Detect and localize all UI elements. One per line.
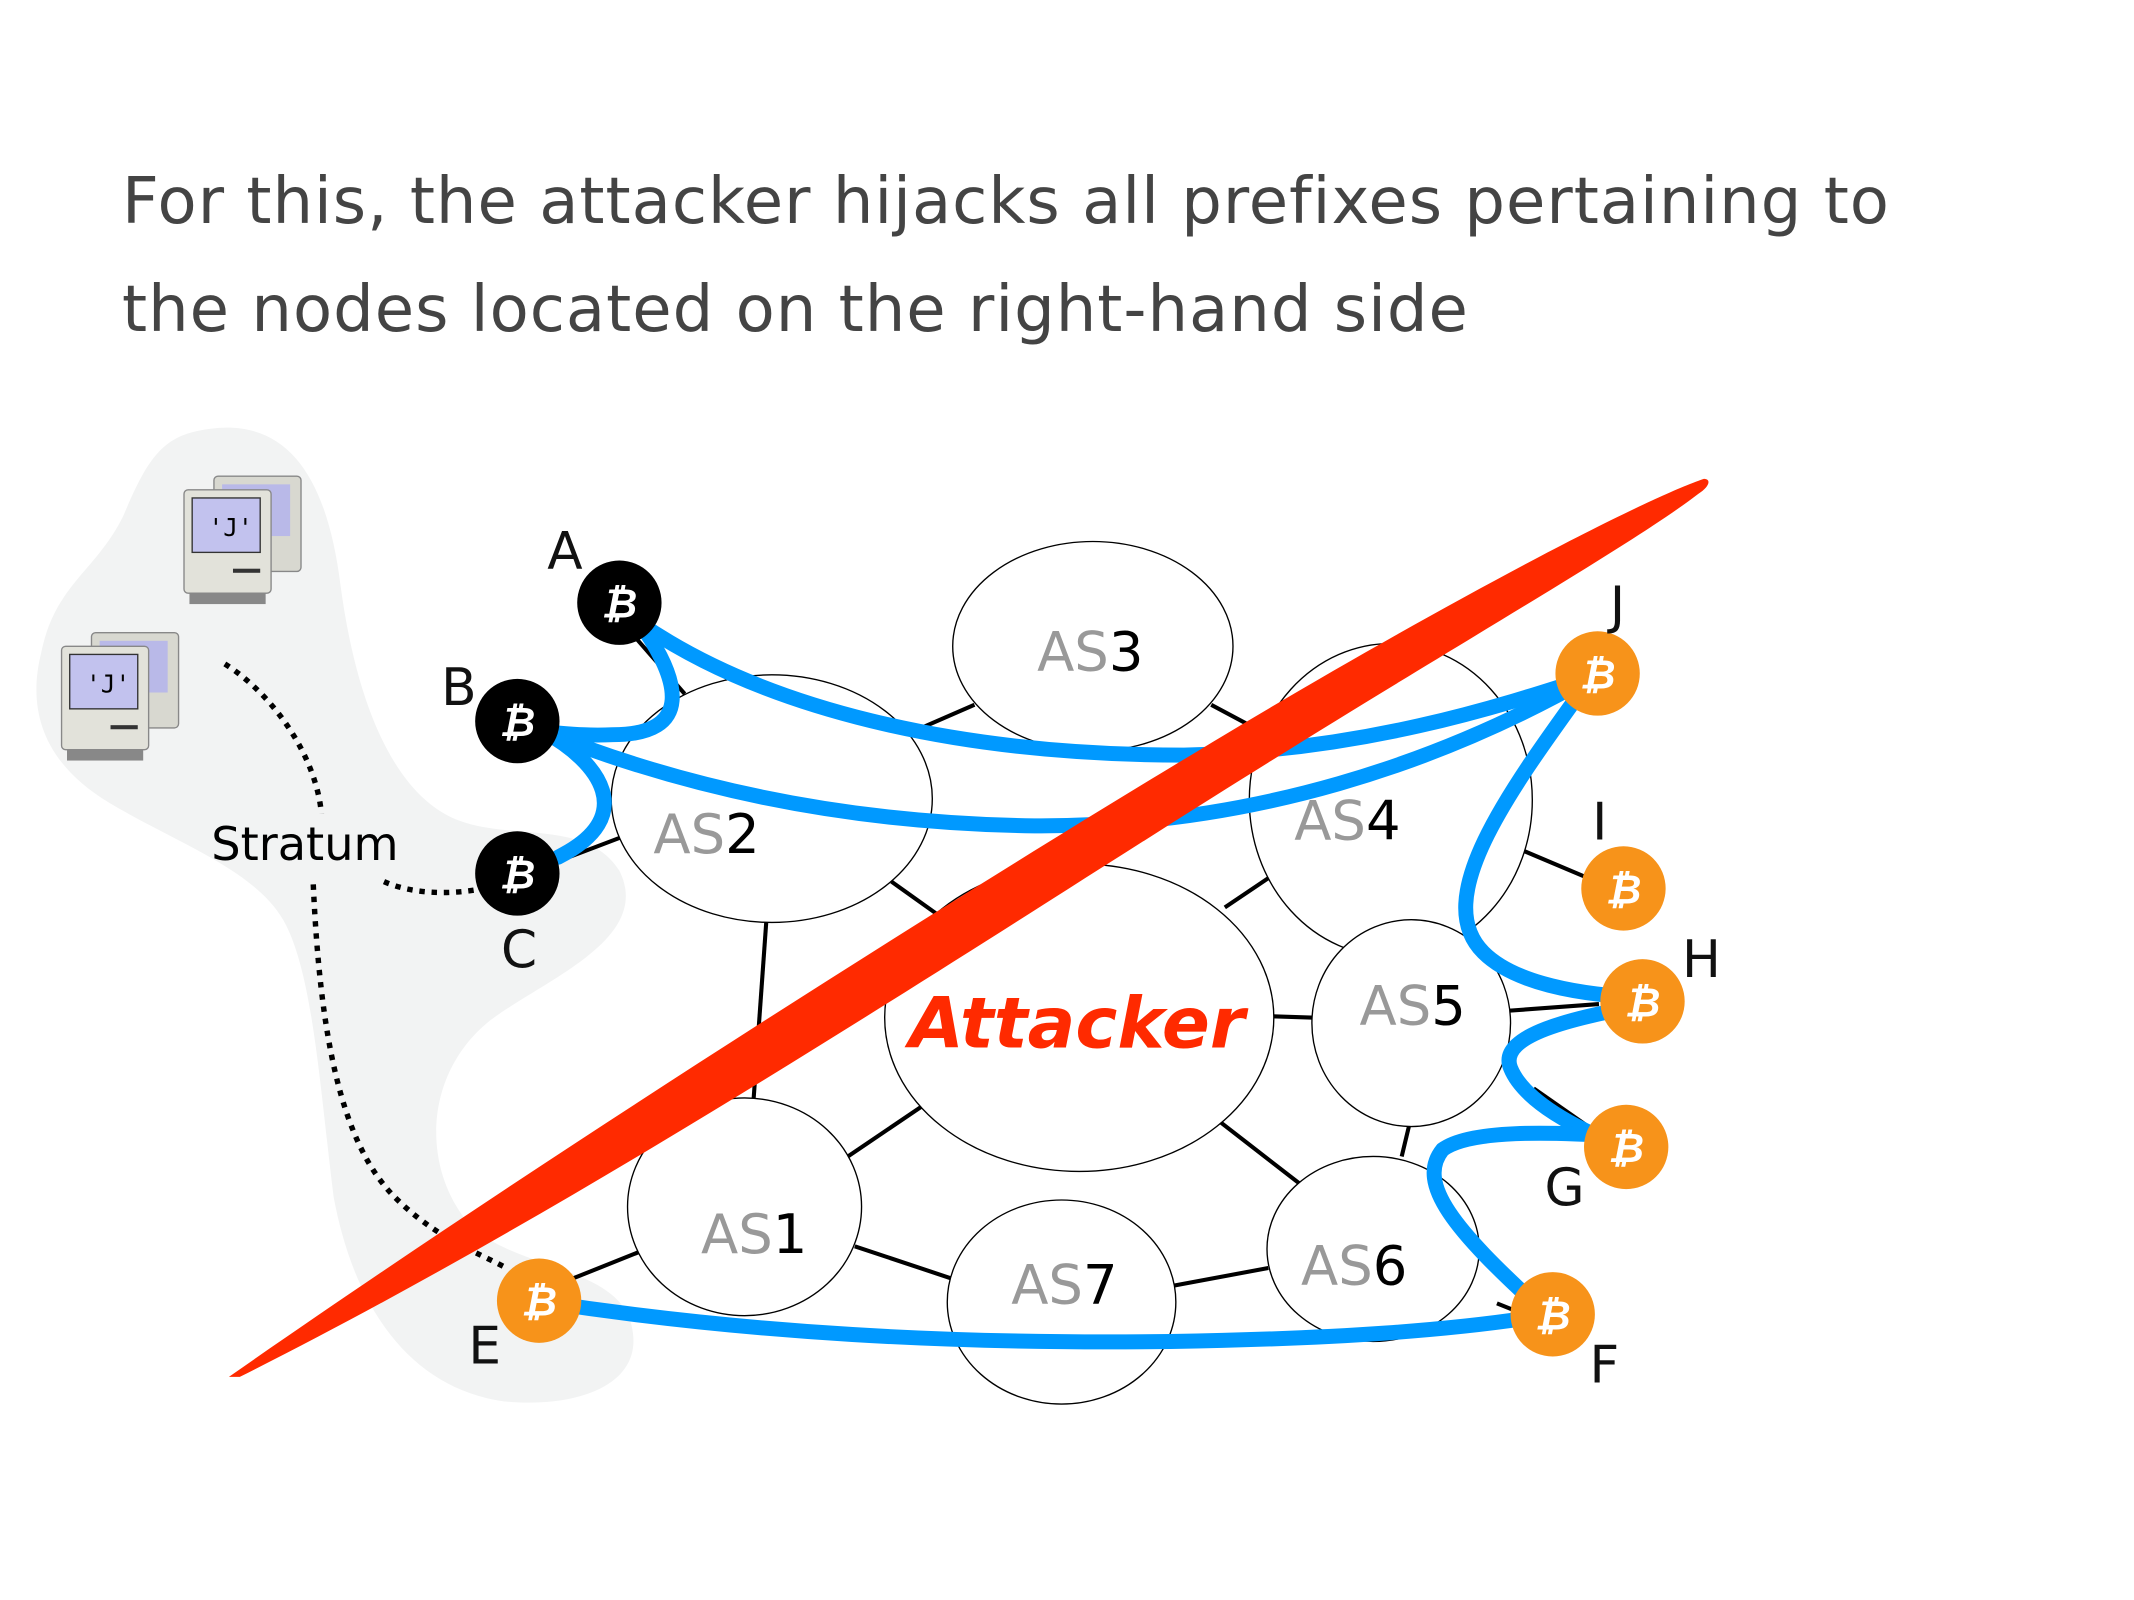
svg-text:₿: ₿ — [1606, 865, 1642, 913]
mining-pool-computers: 'J' 'J' — [60, 475, 302, 761]
as2-label: AS2 — [653, 802, 759, 866]
node-label-j: J — [1607, 576, 1625, 636]
link-e-as1 — [571, 1249, 641, 1281]
attacker-label: Attacker — [904, 982, 1249, 1065]
node-label-h: H — [1682, 930, 1721, 990]
connection-e-f — [537, 1294, 1559, 1350]
bitcoin-icon — [1581, 846, 1666, 931]
connection-g-f — [1426, 1125, 1627, 1314]
svg-text:₿: ₿ — [499, 850, 535, 898]
bitcoin-nodes: ₿ ₿ ₿ ₿ ₿ ₿ ₿ ₿ — [475, 560, 1685, 1357]
bitcoin-icon — [475, 678, 560, 764]
bitcoin-node-i: ₿ — [1581, 846, 1666, 931]
slide-title: For this, the attacker hijacks all prefi… — [122, 148, 2072, 364]
svg-text:₿: ₿ — [601, 580, 637, 628]
macintosh-computer-icon: 'J' — [60, 631, 180, 761]
as-links — [557, 638, 1600, 1317]
bitcoin-icon — [496, 1258, 582, 1343]
as7-ellipse — [946, 1199, 1177, 1405]
link-as2-attacker — [890, 879, 941, 918]
bitcoin-icon — [1584, 1104, 1669, 1190]
bitcoin-node-g: ₿ — [1584, 1104, 1669, 1190]
bitcoin-icon — [1600, 959, 1685, 1044]
link-attacker-as5 — [1272, 1014, 1315, 1020]
node-label-b: B — [441, 658, 476, 718]
bitcoin-node-f: ₿ — [1510, 1272, 1595, 1357]
bitcoin-connections — [537, 615, 1641, 1350]
link-as5-as6 — [1399, 1121, 1412, 1157]
link-h-as5 — [1506, 1002, 1600, 1013]
connection-a-j — [632, 615, 1600, 763]
mining-pool-region — [36, 427, 634, 1403]
bitcoin-icon — [475, 831, 560, 916]
as6-label: AS6 — [1301, 1233, 1407, 1297]
link-attacker-as1 — [842, 1097, 934, 1161]
node-label-e: E — [468, 1316, 501, 1376]
svg-text:₿: ₿ — [1580, 650, 1616, 698]
svg-text:₿: ₿ — [1608, 1124, 1644, 1172]
svg-text:'J': 'J' — [86, 670, 130, 699]
svg-text:₿: ₿ — [499, 698, 535, 746]
bitcoin-node-b: ₿ — [475, 678, 560, 764]
stratum-label: Stratum — [211, 817, 398, 871]
bitcoin-node-e: ₿ — [496, 1258, 582, 1343]
hijack-slash — [228, 478, 1709, 1377]
bitcoin-node-h: ₿ — [1600, 959, 1685, 1044]
node-label-c: C — [501, 920, 537, 980]
node-label-f: F — [1589, 1335, 1619, 1395]
link-as7-as6 — [1172, 1266, 1269, 1288]
macintosh-computer-icon: 'J' — [183, 475, 302, 605]
bitcoin-icon — [1510, 1272, 1595, 1357]
node-label-i: I — [1592, 792, 1607, 852]
svg-text:₿: ₿ — [521, 1278, 557, 1326]
connection-j-h — [1458, 668, 1641, 1005]
as1-ellipse — [626, 1097, 863, 1317]
bitcoin-icon — [1555, 631, 1640, 716]
title-line-2: the nodes located on the right-hand side — [122, 273, 1469, 347]
link-as1-as7 — [854, 1244, 954, 1281]
node-label-a: A — [547, 522, 582, 582]
as5-ellipse — [1311, 919, 1512, 1128]
as5-label: AS5 — [1360, 973, 1466, 1037]
as7-label: AS7 — [1011, 1252, 1117, 1316]
connection-b-c — [537, 724, 612, 865]
bitcoin-node-c: ₿ — [475, 831, 560, 916]
bitcoin-node-j: ₿ — [1555, 631, 1640, 716]
bitcoin-icon — [577, 560, 662, 645]
svg-text:₿: ₿ — [1535, 1291, 1571, 1339]
as1-label: AS1 — [701, 1202, 807, 1266]
stratum-line-top — [223, 661, 325, 814]
connection-a-b-loop — [537, 615, 680, 743]
bitcoin-node-a: ₿ — [577, 560, 662, 645]
connection-h-g — [1501, 999, 1641, 1154]
link-i-as4 — [1515, 845, 1588, 880]
svg-text:₿: ₿ — [1625, 978, 1661, 1026]
svg-text:'J': 'J' — [208, 513, 252, 542]
as3-label: AS3 — [1037, 620, 1143, 684]
connection-b-j — [537, 668, 1600, 834]
title-line-1: For this, the attacker hijacks all prefi… — [122, 165, 1890, 239]
node-label-g: G — [1545, 1158, 1585, 1218]
link-attacker-as6 — [1207, 1111, 1301, 1186]
